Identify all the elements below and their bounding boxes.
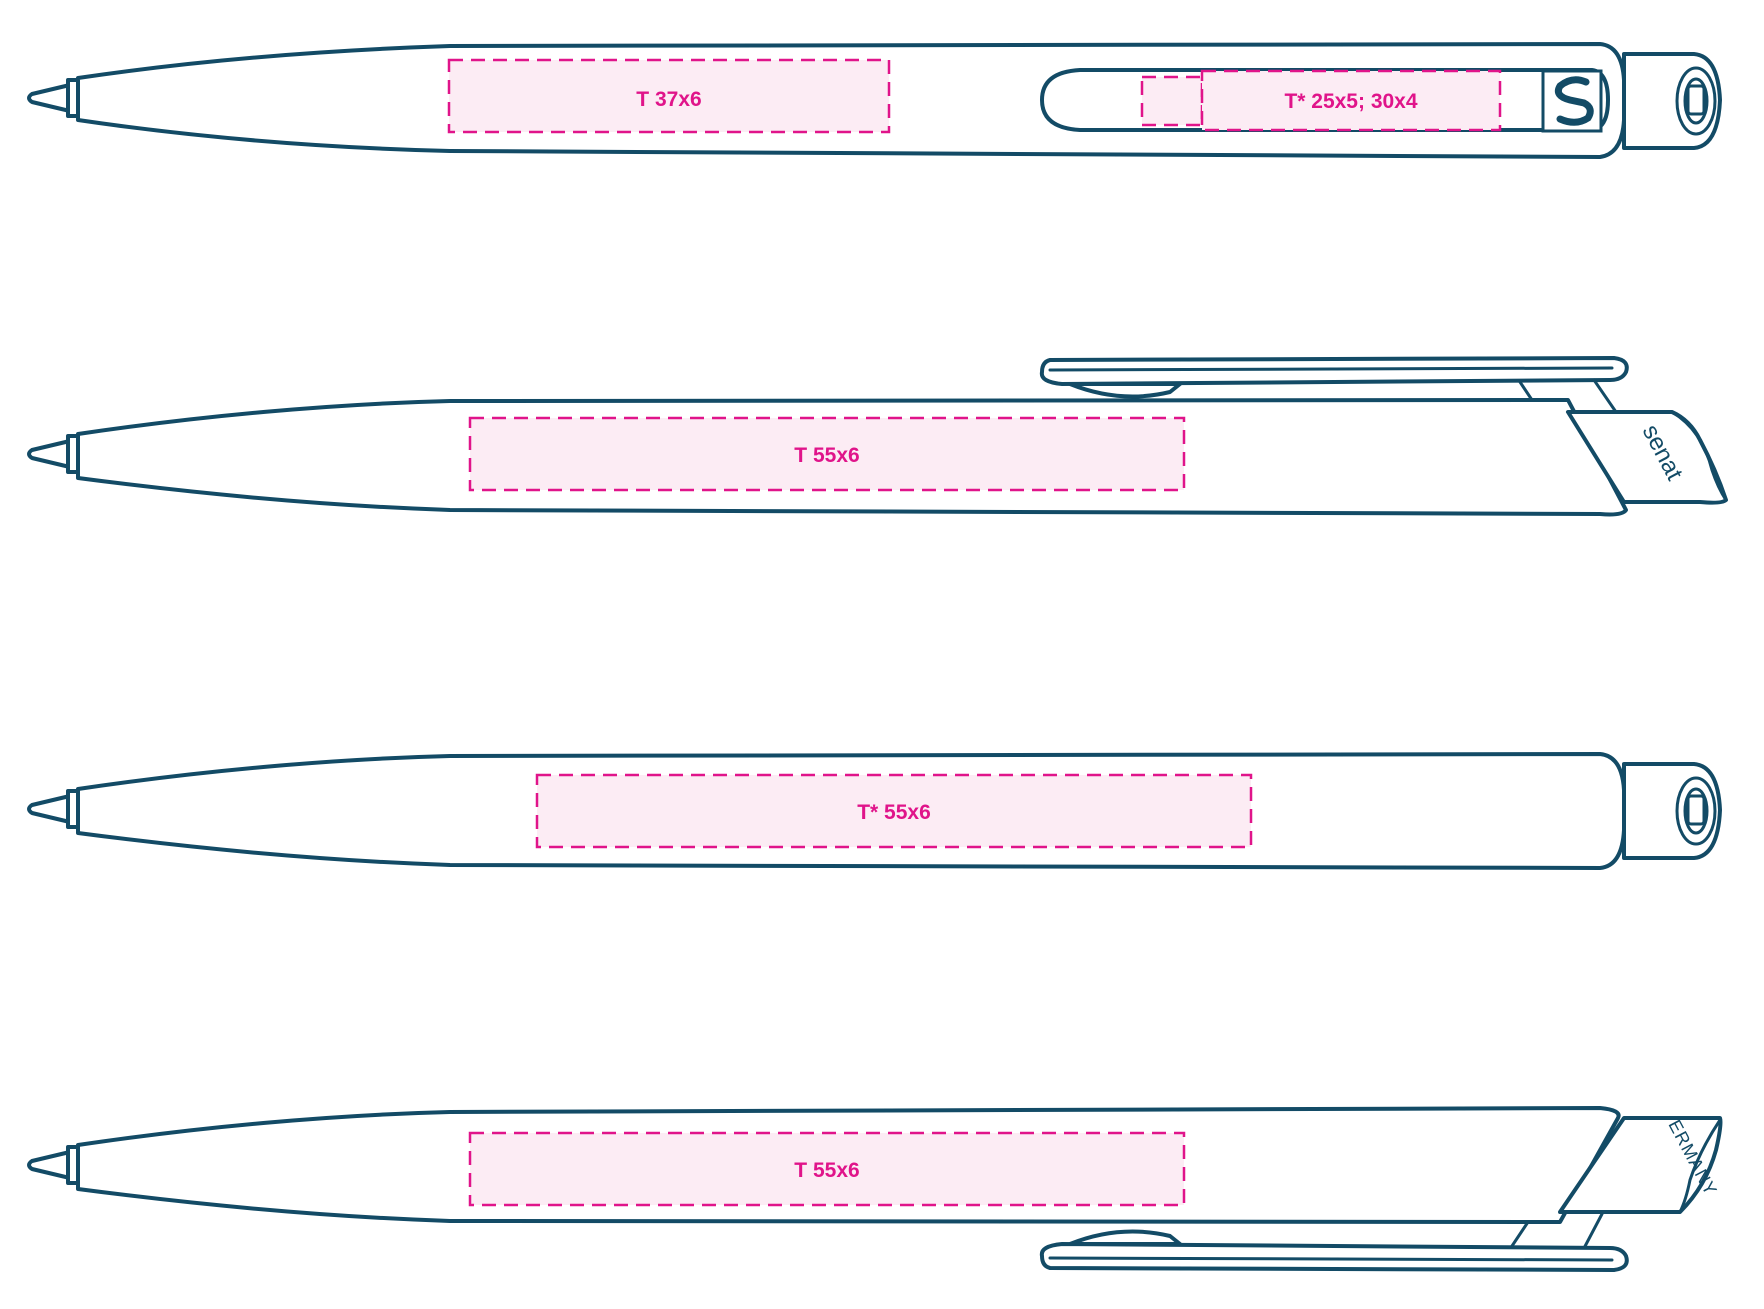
pen-4-imprint-label: T 55x6 [794, 1159, 859, 1182]
pen-3-button-core [1686, 794, 1706, 826]
pen-4-clip [1039, 1242, 1629, 1272]
pen-2-clip-ridge [1048, 366, 1614, 372]
pen-1-imprint-area-2b [1200, 69, 1502, 132]
pen-2-button-edge [1670, 410, 1728, 502]
pen-1-button-ring [1675, 66, 1717, 136]
pen-4-tip [27, 1149, 76, 1181]
pen-3-button-ring-inner [1683, 787, 1709, 835]
pen-4-imprint-area [468, 1131, 1186, 1207]
pen-2-clip [1039, 356, 1629, 386]
pen-3-imprint-label: T* 55x6 [857, 801, 931, 824]
pen-2: senat T 55x6 [27, 356, 1728, 517]
pen-3-tip [27, 793, 76, 825]
pen-4-clip-foot [1068, 1229, 1182, 1246]
pen-4-button-edge [1678, 1118, 1722, 1214]
senator-s-logo-icon [1541, 69, 1603, 133]
pen-1: T 37x6 T* 25x5; 30x4 [27, 42, 1722, 159]
pen-1-imprint-area-2a [1140, 75, 1204, 127]
pen-3: T* 55x6 [27, 752, 1722, 870]
pen-2-clip-foot [1068, 382, 1182, 399]
pen-2-imprint-label: T 55x6 [794, 444, 859, 467]
pen-4-clip-ridge [1048, 1256, 1614, 1262]
pen-1-imprint-area-1 [447, 58, 891, 134]
pen-1-imprint-label-2: T* 25x5; 30x4 [1284, 90, 1417, 113]
pen-1-imprint-label-1: T 37x6 [636, 88, 701, 111]
pen-3-imprint-area [535, 773, 1253, 849]
pen-2-tip [27, 438, 76, 470]
pen-1-tip [27, 82, 76, 114]
pen-1-button-ring-inner [1683, 77, 1709, 125]
pen-2-imprint-area [468, 416, 1186, 492]
pen-1-button-core [1686, 84, 1706, 116]
pen-3-button-ring [1675, 776, 1717, 846]
pen-4-push-button [1558, 1116, 1723, 1214]
pen-4: ERMANY T 55x6 [27, 1106, 1723, 1272]
